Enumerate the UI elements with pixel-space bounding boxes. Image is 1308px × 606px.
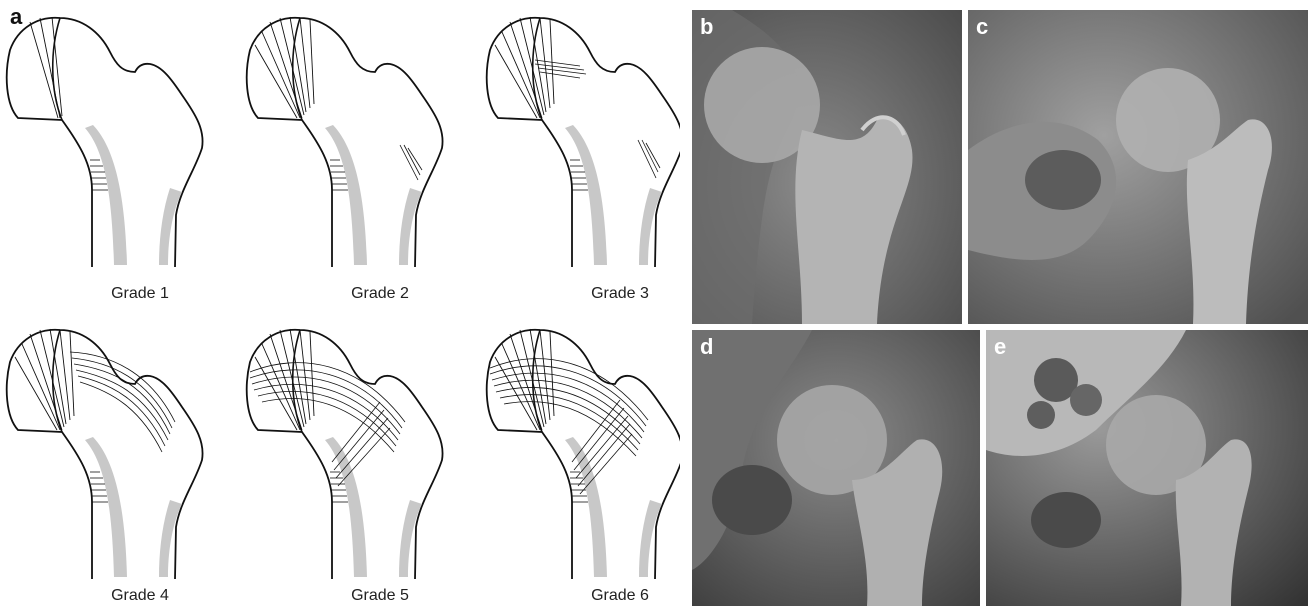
singh-index-diagram-panel: a: [0, 0, 680, 606]
xray-panel-c: c: [968, 10, 1308, 324]
grade-label-1: Grade 1: [50, 285, 230, 303]
panel-d-letter: d: [700, 336, 713, 358]
xray-image-c: [968, 10, 1308, 324]
panel-c-letter: c: [976, 16, 988, 38]
xray-panel-b: b: [692, 10, 962, 324]
panel-b-letter: b: [700, 16, 713, 38]
grade-label-5: Grade 5: [290, 587, 470, 605]
femur-grade-5: [247, 329, 443, 579]
grade-label-4: Grade 4: [50, 587, 230, 605]
femur-diagrams: [0, 0, 680, 606]
xray-panel-d: d: [692, 330, 980, 606]
xray-image-d: [692, 330, 980, 606]
femur-grade-3: [487, 17, 680, 267]
xray-image-b: [692, 10, 962, 324]
grade-label-2: Grade 2: [290, 285, 470, 303]
grade-label-3: Grade 3: [530, 285, 710, 303]
femur-grade-2: [247, 17, 443, 267]
xray-panel-e: e: [986, 330, 1308, 606]
femur-grade-4: [7, 329, 203, 579]
xray-image-e: [986, 330, 1308, 606]
grade-label-6: Grade 6: [530, 587, 710, 605]
panel-e-letter: e: [994, 336, 1006, 358]
femur-grade-1: [7, 17, 203, 267]
femur-grade-6: [487, 329, 680, 579]
